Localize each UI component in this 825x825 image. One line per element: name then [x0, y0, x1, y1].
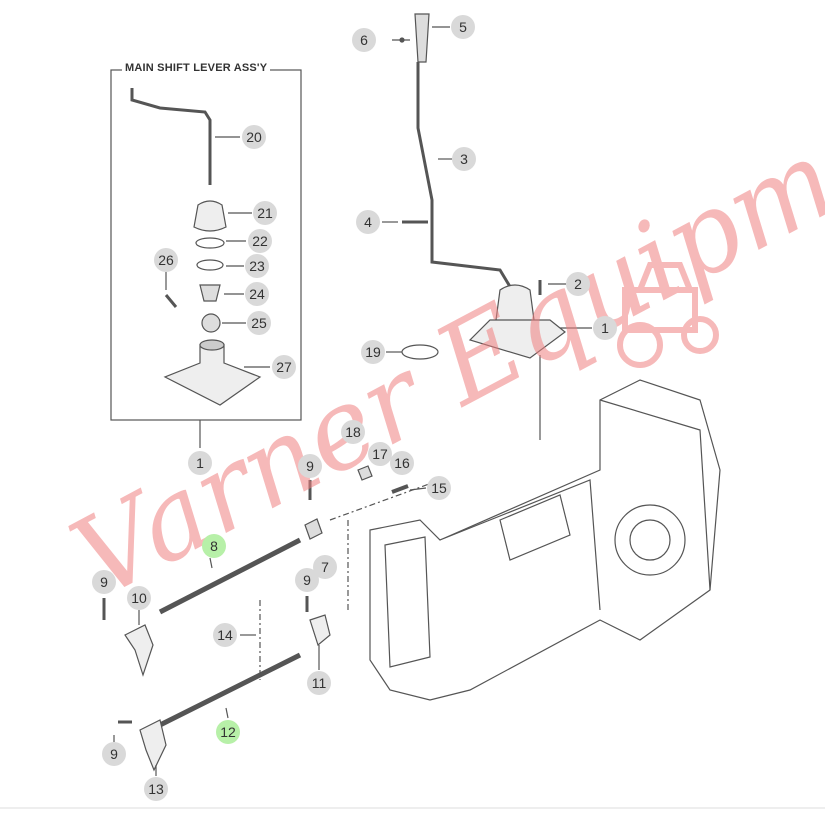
knob-5: [414, 13, 430, 63]
callout-8[interactable]: 8: [202, 534, 226, 558]
ball-25: [201, 313, 221, 333]
fork-10: [124, 624, 154, 677]
callout-1-cover[interactable]: 1: [593, 316, 617, 340]
part-18: [357, 465, 373, 481]
pin-26: [164, 294, 178, 308]
callout-17[interactable]: 17: [368, 442, 392, 466]
lever-3: [416, 62, 517, 296]
cover-1: [468, 319, 566, 359]
callout-26[interactable]: 26: [154, 248, 178, 272]
callout-19[interactable]: 19: [361, 340, 385, 364]
ring-23: [196, 259, 224, 271]
callout-16[interactable]: 16: [390, 451, 414, 475]
tractor-logo: [617, 262, 719, 368]
lever-20: [130, 88, 212, 185]
shaft-12: [158, 652, 302, 728]
callout-18[interactable]: 18: [341, 420, 365, 444]
callout-22[interactable]: 22: [248, 229, 272, 253]
watermark-text: Varner Equipment: [52, 29, 825, 622]
callout-24[interactable]: 24: [245, 282, 269, 306]
callout-23[interactable]: 23: [245, 254, 269, 278]
callout-9[interactable]: 9: [298, 454, 322, 478]
fork-11: [309, 614, 331, 647]
callout-12[interactable]: 12: [216, 720, 240, 744]
callout-13[interactable]: 13: [144, 777, 168, 801]
cover-27: [163, 344, 262, 406]
boot-21: [193, 200, 227, 232]
callout-20[interactable]: 20: [242, 125, 266, 149]
shaft-8: [158, 537, 302, 615]
callout-11[interactable]: 11: [307, 671, 331, 695]
callout-1-assembly[interactable]: 1: [188, 451, 212, 475]
callout-25[interactable]: 25: [247, 311, 271, 335]
callout-9[interactable]: 9: [92, 570, 116, 594]
callout-27[interactable]: 27: [272, 355, 296, 379]
callout-10[interactable]: 10: [127, 586, 151, 610]
oring-22: [195, 237, 225, 249]
callout-14[interactable]: 14: [213, 623, 237, 647]
callout-4[interactable]: 4: [356, 210, 380, 234]
assembly-box-title: MAIN SHIFT LEVER ASS'Y: [122, 62, 271, 74]
callout-21[interactable]: 21: [253, 201, 277, 225]
callout-6[interactable]: 6: [352, 28, 376, 52]
transmission-case: [369, 379, 721, 701]
callout-5[interactable]: 5: [451, 15, 475, 39]
callout-9[interactable]: 9: [295, 568, 319, 592]
callout-2[interactable]: 2: [566, 272, 590, 296]
callout-9[interactable]: 9: [102, 742, 126, 766]
bushing-24: [199, 284, 221, 302]
fork-13: [139, 719, 167, 772]
callout-15[interactable]: 15: [427, 476, 451, 500]
block-7: [304, 518, 323, 540]
spring-15: [391, 484, 409, 494]
callout-3[interactable]: 3: [452, 147, 476, 171]
